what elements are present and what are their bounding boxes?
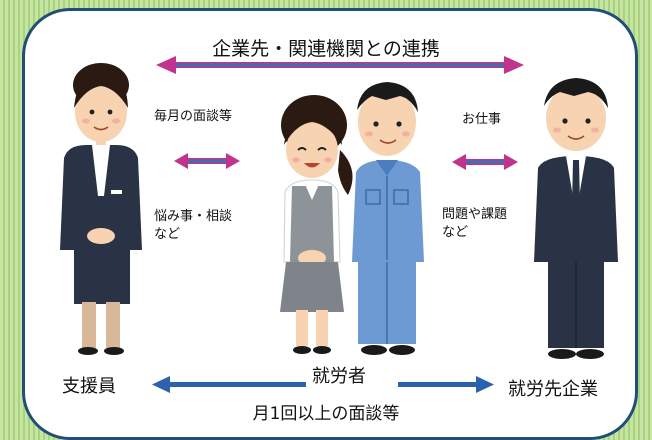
worker-woman-figure bbox=[280, 95, 353, 354]
worker-man-figure bbox=[352, 82, 424, 355]
worker-label: 就労者 bbox=[312, 366, 366, 387]
collaboration-double-arrow bbox=[156, 56, 524, 74]
right-exchange-bottom-label-line1: 問題や課題 bbox=[442, 207, 508, 222]
right-exchange-bottom-label-line2: など bbox=[442, 225, 469, 240]
left-exchange-double-arrow bbox=[174, 153, 240, 169]
employer-figure bbox=[534, 78, 618, 359]
bottom-left-arrow bbox=[152, 376, 306, 393]
left-exchange-bottom-label-line1: 悩み事・相談 bbox=[154, 209, 233, 224]
right-exchange-top-label: お仕事 bbox=[462, 112, 502, 127]
bottom-right-arrow bbox=[398, 376, 494, 393]
supporter-figure bbox=[60, 63, 142, 355]
left-exchange-top-label: 毎月の面談等 bbox=[154, 109, 233, 124]
bottom-label: 月1回以上の面談等 bbox=[252, 404, 400, 424]
supporter-label: 支援員 bbox=[62, 376, 116, 397]
left-exchange-bottom-label-line2: など bbox=[154, 227, 181, 242]
diagram-title: 企業先・関連機関との連携 bbox=[212, 38, 440, 60]
employer-label: 就労先企業 bbox=[508, 379, 598, 400]
right-exchange-double-arrow bbox=[452, 154, 518, 170]
